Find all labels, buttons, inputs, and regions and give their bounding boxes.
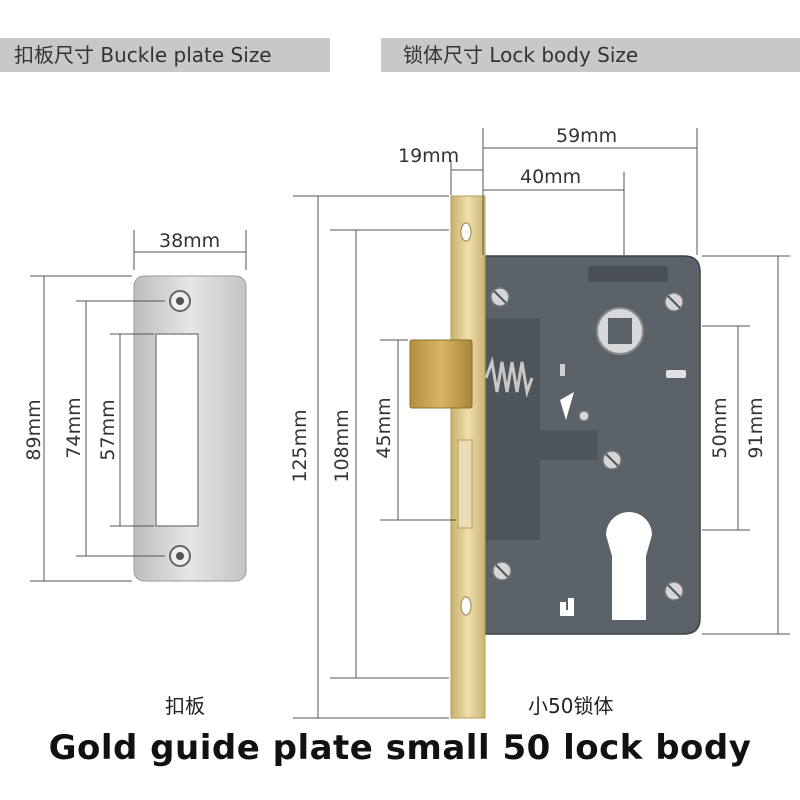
strike-plate-caption: 扣板 [165, 694, 205, 718]
strike-plate-width-label: 38mm [159, 230, 220, 252]
strike-plate [133, 275, 247, 582]
buckle-plate-size-header: 扣板尺寸 Buckle plate Size [0, 38, 330, 72]
faceplate-depth-label: 19mm [398, 145, 459, 167]
backset-label: 40mm [520, 166, 581, 188]
strike-plate-hole-spacing-label: 74mm [63, 397, 85, 458]
latch-bolt [409, 339, 473, 409]
strike-plate-height-label: 89mm [23, 399, 45, 460]
faceplate-hole-spacing-label: 108mm [331, 409, 353, 482]
latch-to-bolt-label: 45mm [373, 397, 395, 458]
lock-body-height-label: 91mm [745, 397, 767, 458]
product-title: Gold guide plate small 50 lock body [48, 728, 752, 768]
lock-body-size-header: 锁体尺寸 Lock body Size [381, 38, 800, 72]
lock-total-width-label: 59mm [556, 125, 617, 147]
strike-plate-dimension-lines [30, 230, 247, 582]
strike-plate-slot-height-label: 57mm [97, 399, 119, 460]
lock-body-dimension-lines [293, 128, 790, 719]
lock-body-caption: 小50锁体 [528, 694, 614, 718]
cylinder-spacing-label: 50mm [709, 397, 731, 458]
faceplate [450, 195, 486, 719]
lock-case [483, 255, 701, 635]
faceplate-height-label: 125mm [289, 409, 311, 482]
